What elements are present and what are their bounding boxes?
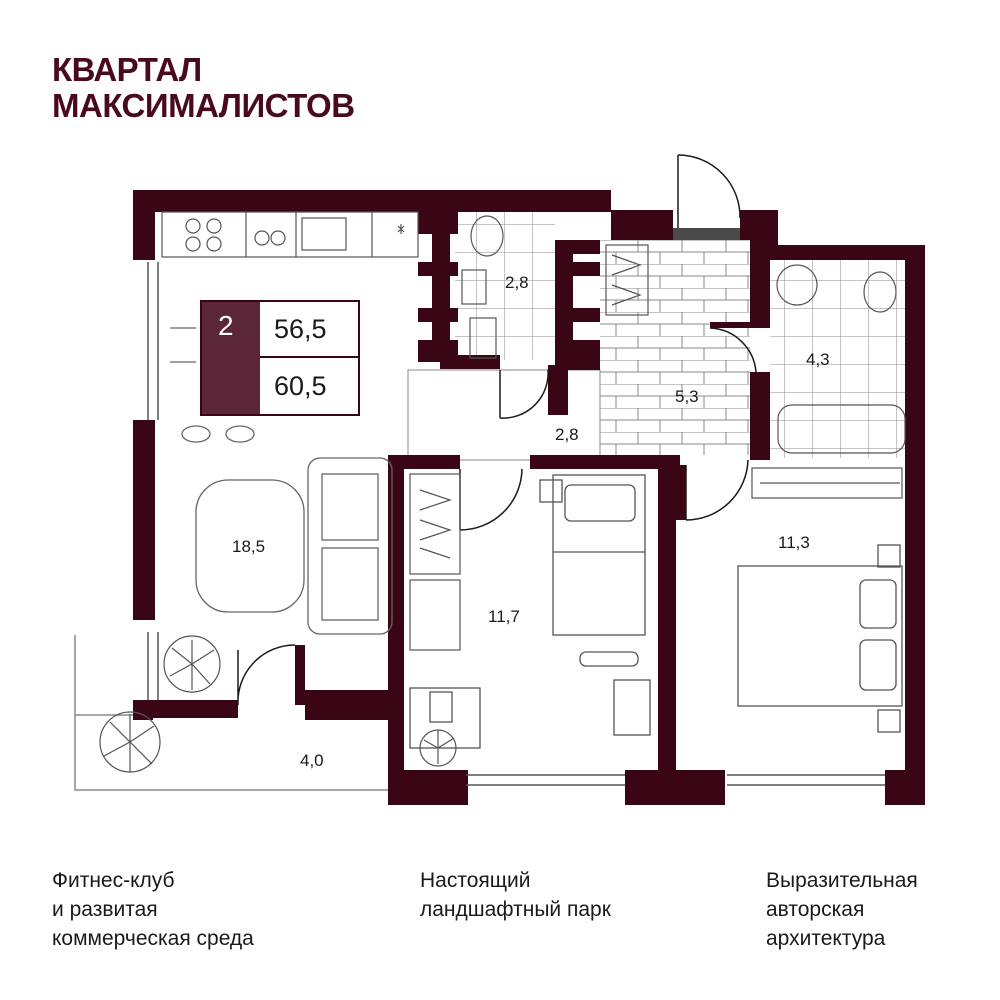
room-label-bedroom2: 11,3 — [778, 533, 810, 552]
living-area: 56,5 — [260, 302, 358, 358]
total-area: 60,5 — [274, 370, 327, 401]
bathroom-fixtures — [461, 215, 906, 454]
kitchen-counter — [161, 211, 419, 258]
title-line-2: МАКСИМАЛИСТОВ — [52, 87, 355, 124]
room-label-bedroom1: 11,7 — [488, 607, 520, 626]
corridor-bricks — [600, 240, 750, 455]
feature-fitness-line2: и развитая — [52, 898, 158, 921]
title-line-1: КВАРТАЛ — [52, 51, 202, 88]
room-label-corridor: 5,3 — [675, 387, 699, 406]
walls — [133, 190, 925, 805]
feature-architecture: Выразительная авторская архитектура — [766, 866, 918, 953]
bathroom-tiles — [455, 212, 555, 360]
feature-park-line1: Настоящий — [420, 869, 531, 892]
balcony-outline — [74, 635, 388, 791]
windows — [147, 262, 885, 786]
feature-park-line2: ландшафтный парк — [420, 898, 611, 921]
feature-architecture-line3: архитектура — [766, 927, 886, 950]
plants — [99, 635, 457, 773]
bedroom-furniture — [409, 474, 903, 749]
feature-fitness-line3: коммерческая среда — [52, 927, 254, 950]
page-title: КВАРТАЛ МАКСИМАЛИСТОВ — [52, 52, 355, 124]
feature-fitness-line1: Фитнес-клуб — [52, 869, 175, 892]
apartment-badge: 2 56,5 60,5 — [200, 300, 360, 416]
room-label-bathroom2: 4,3 — [806, 350, 830, 369]
bathroom2-tiles — [770, 258, 905, 458]
room-label-balcony: 4,0 — [300, 751, 324, 770]
room-count: 2 — [202, 302, 260, 414]
room-label-kitchen-living: 18,5 — [232, 537, 266, 556]
room-label-bathroom: 2,8 — [505, 273, 529, 292]
feature-architecture-line1: Выразительная — [766, 869, 918, 892]
wardrobes — [409, 244, 903, 651]
room-label-hall: 2,8 — [555, 425, 579, 444]
living-furniture — [170, 327, 393, 635]
hall-floor — [407, 369, 601, 461]
feature-park: Настоящий ландшафтный парк — [420, 866, 611, 924]
feature-fitness: Фитнес-клуб и развитая коммерческая сред… — [52, 866, 254, 953]
feature-architecture-line2: авторская — [766, 898, 865, 921]
